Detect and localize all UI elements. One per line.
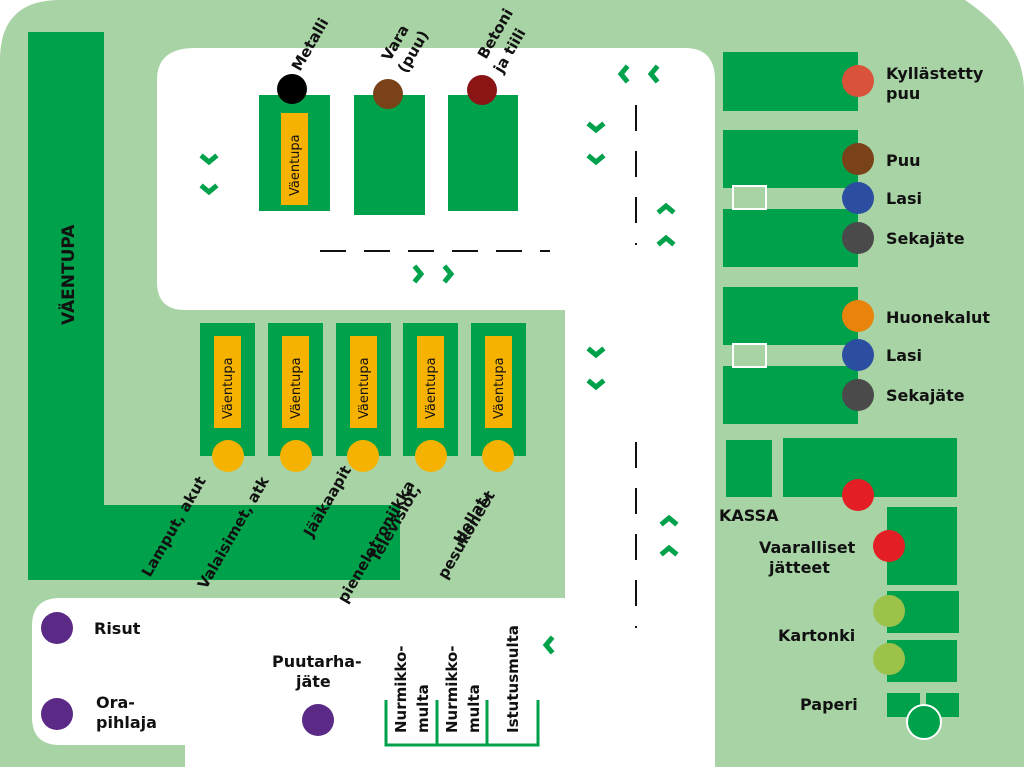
- station-block-2-top: [723, 287, 858, 345]
- glass-bin-2: [732, 343, 767, 368]
- kassa-label: KASSA: [719, 506, 779, 525]
- label-puu: Puu: [886, 151, 921, 170]
- station-block-2-bottom: [723, 366, 858, 424]
- dot-valaisimet: [280, 440, 312, 472]
- tag-vaentupa-metalli: [281, 113, 308, 205]
- tag-valaisimet: [282, 336, 309, 428]
- dot-puutarhajate: [302, 704, 334, 736]
- glass-bin-1: [732, 185, 767, 210]
- dot-hellat: [482, 440, 514, 472]
- tag-lamput-label: Väentupa: [221, 357, 236, 419]
- tag-jaakaapit: [350, 336, 377, 428]
- label-huonekalut: Huonekalut: [886, 308, 990, 327]
- dot-lasi-2: [842, 339, 874, 371]
- dot-jaakaapit: [347, 440, 379, 472]
- dot-kassa-hazard: [842, 479, 874, 511]
- label-kartonki: Kartonki: [778, 626, 855, 645]
- dot-paperi: [906, 704, 942, 740]
- dot-televisiot: [415, 440, 447, 472]
- dot-huonekalut: [842, 300, 874, 332]
- label-nurmikko-1b: multa: [414, 684, 432, 733]
- dot-kyllastetty: [842, 65, 874, 97]
- label-risut: Risut: [94, 619, 141, 638]
- station-block-1-bottom: [723, 209, 858, 267]
- tag-hellat-label: Väentupa: [492, 357, 507, 419]
- label-lasi-1: Lasi: [886, 189, 922, 208]
- label-vaaralliset-1: Vaaralliset: [759, 538, 856, 557]
- dot-kartonki-1: [873, 595, 905, 627]
- label-orapihlaja-1: Ora-: [96, 693, 135, 712]
- container-kyllastetty: [723, 52, 858, 111]
- tag-lamput: [214, 336, 241, 428]
- dot-lamput: [212, 440, 244, 472]
- driving-area: [157, 48, 715, 767]
- dot-betoni: [467, 75, 497, 105]
- tag-televisiot: [417, 336, 444, 428]
- lane-markings: [320, 105, 637, 628]
- kassa-booth: [726, 440, 772, 497]
- label-kyllastetty-1: Kyllästetty: [886, 64, 984, 83]
- soil-bays: [384, 700, 540, 747]
- dot-sekajate-1: [842, 222, 874, 254]
- vaentupa-building-label: VÄENTUPA: [57, 224, 79, 325]
- container-betoni: [448, 95, 518, 211]
- garden-area: [32, 598, 565, 767]
- dot-vara: [373, 79, 403, 109]
- label-puutarhajate-2: jäte: [295, 672, 331, 691]
- label-puutarhajate-1: Puutarha-: [272, 652, 362, 671]
- dot-vaaralliset: [873, 530, 905, 562]
- dot-risut: [41, 612, 73, 644]
- label-sekajate-2: Sekajäte: [886, 386, 965, 405]
- label-sekajate-1: Sekajäte: [886, 229, 965, 248]
- dot-puu: [842, 143, 874, 175]
- bottom-right-area: KASSA Vaaralliset jätteet Kartonki Paper…: [719, 438, 959, 740]
- label-kyllastetty-2: puu: [886, 84, 920, 103]
- label-nurmikko-2a: Nurmikko-: [443, 646, 461, 733]
- label-vaaralliset-2: jätteet: [768, 558, 830, 577]
- right-stations: Kyllästetty puu Puu Lasi Sekajäte Huonek…: [723, 52, 990, 424]
- label-lasi-2: Lasi: [886, 346, 922, 365]
- label-nurmikko-2b: multa: [465, 684, 483, 733]
- dot-kartonki-2: [873, 643, 905, 675]
- label-istutusmulta: Istutusmulta: [504, 625, 522, 733]
- dot-orapihlaja: [41, 698, 73, 730]
- tag-televisiot-label: Väentupa: [424, 357, 439, 419]
- dot-sekajate-2: [842, 379, 874, 411]
- label-orapihlaja-2: pihlaja: [96, 713, 157, 732]
- tag-valaisimet-label: Väentupa: [289, 357, 304, 419]
- label-paperi: Paperi: [800, 695, 858, 714]
- dot-metalli: [277, 74, 307, 104]
- tag-vaentupa-metalli-label: Väentupa: [288, 134, 303, 196]
- vaentupa-building: [28, 32, 400, 580]
- tag-hellat: [485, 336, 512, 428]
- garden-waste: Risut Ora- pihlaja Puutarha- jäte: [41, 612, 362, 736]
- dot-lasi-1: [842, 182, 874, 214]
- tag-jaakaapit-label: Väentupa: [357, 357, 372, 419]
- label-nurmikko-1a: Nurmikko-: [392, 646, 410, 733]
- station-block-1-top: [723, 130, 858, 188]
- container-vara: [354, 95, 425, 215]
